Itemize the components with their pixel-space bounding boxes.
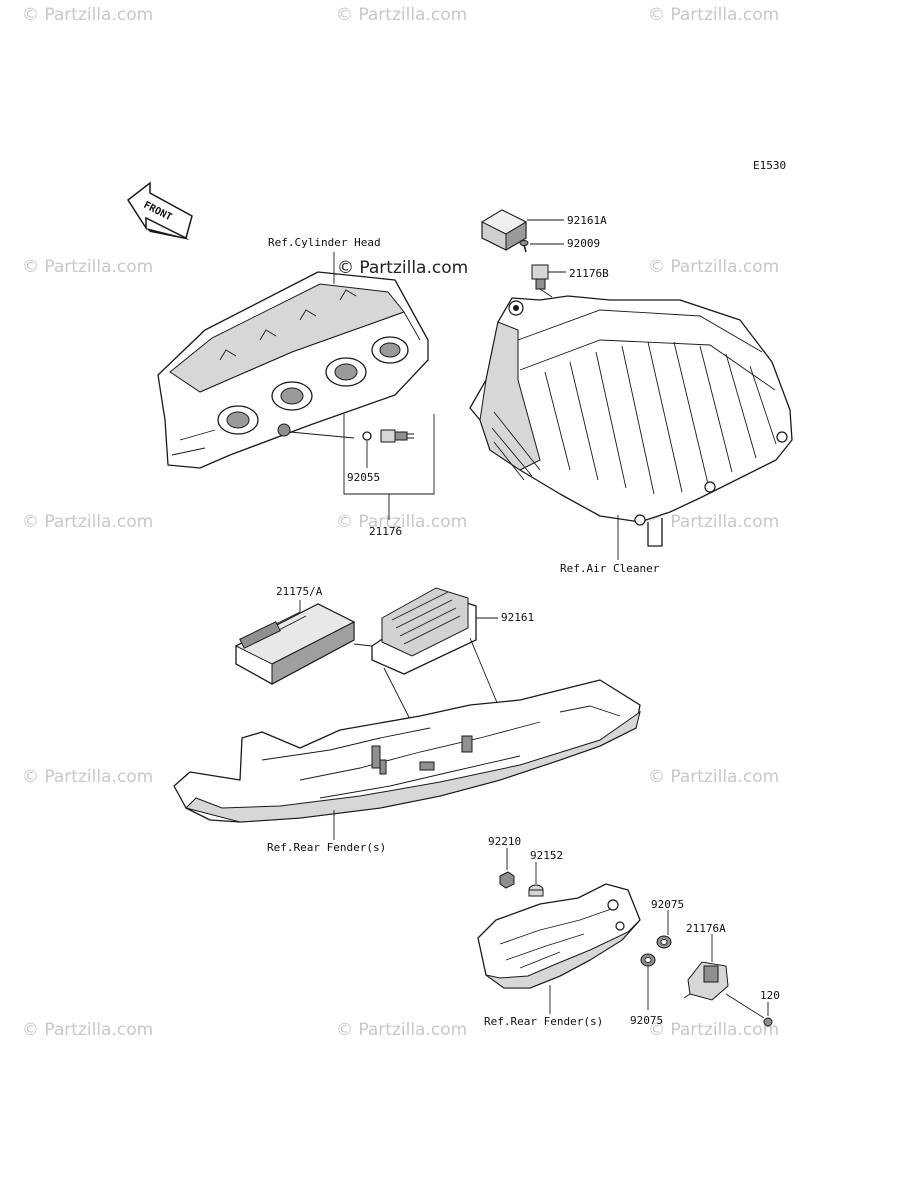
watermark: © Partzilla.com: [22, 1020, 153, 1040]
sensor-port: [277, 423, 291, 437]
part-21176a-label: 21176A: [686, 922, 726, 935]
watermark: © Partzilla.com: [336, 1020, 467, 1040]
temperature-sensor-21176: [380, 429, 414, 443]
part-92055-label: 92055: [347, 471, 380, 484]
grommet-92075-top: [656, 935, 672, 949]
ecu-21175a: [234, 603, 356, 685]
ecu-holder-92161: [371, 587, 477, 675]
cover-92161a: [480, 209, 528, 251]
part-21176-label: 21176: [369, 525, 402, 538]
part-92075-bottom-label: 92075: [630, 1014, 663, 1027]
air-cleaner: [469, 295, 793, 547]
screw-92009: [519, 240, 529, 253]
collar-92152: [528, 884, 544, 897]
ref-rear-fender-1-label: Ref.Rear Fender(s): [267, 841, 386, 854]
watermark: © Partzilla.com: [648, 257, 779, 277]
watermark: © Partzilla.com: [648, 767, 779, 787]
bolt-120: [725, 993, 773, 1027]
part-120-label: 120: [760, 989, 780, 1002]
rear-fender-upper: [173, 679, 641, 823]
brand-watermark: © Partzilla.com: [337, 258, 468, 278]
part-92009-label: 92009: [567, 237, 600, 250]
nut-92210: [499, 871, 515, 889]
leader-line: [289, 431, 355, 439]
watermark: © Partzilla.com: [648, 1020, 779, 1040]
watermark: © Partzilla.com: [336, 5, 467, 25]
watermark: © Partzilla.com: [22, 512, 153, 532]
part-92161a-label: 92161A: [567, 214, 607, 227]
ref-cylinder-head-label: Ref.Cylinder Head: [268, 236, 381, 249]
grommet-92075-bottom: [640, 953, 656, 967]
ref-air-cleaner-label: Ref.Air Cleaner: [560, 562, 660, 575]
sensor-21176b: [531, 264, 553, 298]
washer-92055: [362, 431, 372, 441]
watermark: © Partzilla.com: [22, 5, 153, 25]
part-92161-label: 92161: [501, 611, 534, 624]
watermark-layer: © Partzilla.com © Partzilla.com © Partzi…: [22, 5, 779, 1040]
cylinder-head: [157, 271, 429, 469]
part-21176b-label: 21176B: [569, 267, 609, 280]
part-92210-label: 92210: [488, 835, 521, 848]
rear-fender-lower: [477, 883, 641, 989]
part-92152-label: 92152: [530, 849, 563, 862]
watermark: © Partzilla.com: [22, 257, 153, 277]
watermark: © Partzilla.com: [22, 767, 153, 787]
sensor-21176a: [683, 961, 729, 1001]
watermark: © Partzilla.com: [648, 512, 779, 532]
ref-rear-fender-2-label: Ref.Rear Fender(s): [484, 1015, 603, 1028]
front-arrow-icon: FRONT: [126, 181, 193, 240]
watermark: © Partzilla.com: [336, 512, 467, 532]
sensor-21176-group: 92055 21176: [289, 414, 435, 538]
sensor-21176b-group: 92161A 92009 21176B: [480, 209, 609, 298]
watermark: © Partzilla.com: [648, 5, 779, 25]
part-21175a-label: 21175/A: [276, 585, 323, 598]
part-92075-top-label: 92075: [651, 898, 684, 911]
diagram-code: E1530: [753, 159, 786, 172]
